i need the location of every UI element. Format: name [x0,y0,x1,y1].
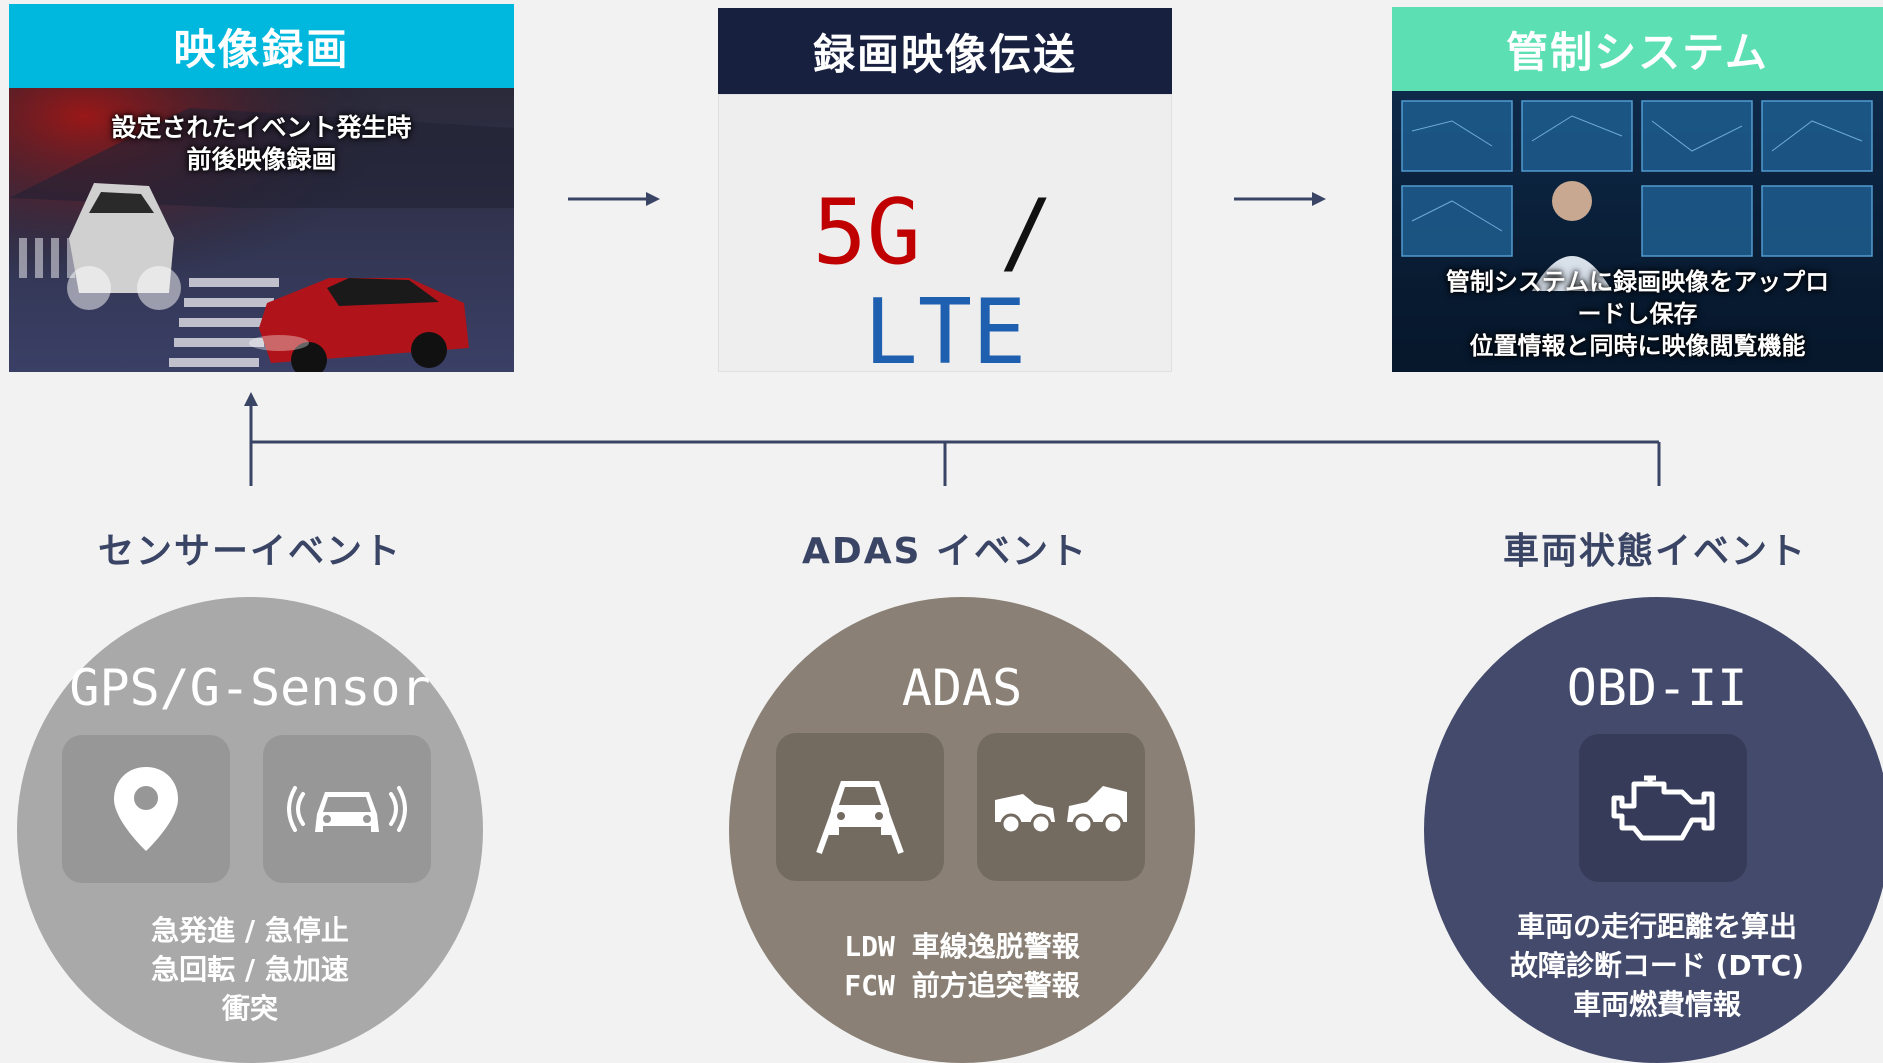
sensor-event-title: GPS/G-Sensor [69,659,431,717]
tech-lte: LTE [863,280,1027,385]
transfer-panel: 録画映像伝送 5G / LTE [718,8,1172,383]
network-technologies: 5G / LTE [719,183,1171,383]
recording-caption: 設定されたイベント発生時 前後映像録画 [111,113,412,174]
engine-tile [1579,734,1747,882]
vehicle-state-event-description: 車両の走行距離を算出 故障診断コード (DTC) 車両燃費情報 [1509,910,1805,1021]
location-pin-icon [114,767,178,851]
tech-separator: / [999,180,1054,285]
transfer-panel-header: 録画映像伝送 [718,8,1172,94]
recording-panel-header: 映像録画 [9,4,514,88]
vehicle-sensor-tile [263,735,431,883]
forward-collision-tile [977,733,1145,881]
vehicle-state-event-title: OBD-II [1566,659,1748,717]
lane-departure-icon [816,781,904,855]
recording-panel: 映像録画 [9,4,514,372]
control-room-monitors-image [1392,91,1883,372]
forward-collision-icon [995,786,1127,835]
control-panel-title: 管制システム [1506,27,1769,77]
vehicle-state-event-label: 車両状態イベント [1502,531,1807,572]
adas-event-label: ADAS イベント [801,531,1089,572]
night-intersection-image [9,88,514,372]
sensor-event-label: センサーイベント [97,531,402,572]
vehicle-sensor-icon [287,786,407,832]
transfer-panel-title: 録画映像伝送 [812,29,1077,79]
engine-icon [1611,775,1715,841]
control-caption: 管制システムに録画映像をアップロ ードし保存 位置情報と同時に映像閲覧機能 [1445,268,1830,360]
control-room-image: 管制システムに録画映像をアップロ ードし保存 位置情報と同時に映像閲覧機能 [1392,91,1883,372]
flow-arrow-2 [1234,192,1326,206]
tech-5g: 5G [812,180,921,285]
flow-arrow-1 [568,192,660,206]
control-panel-header: 管制システム [1392,7,1883,91]
event-connector-lines [244,392,1661,486]
adas-event-circle: ADAS LDW 車線逸脱警報 FCW 前方追突警報 [729,597,1195,1063]
sensor-event-circle: GPS/G-Sensor 急発進 / 急停止 急回転 / 急加速 衝突 [17,597,483,1063]
adas-event-description: LDW 車線逸脱警報 FCW 前方追突警報 [844,930,1080,1002]
control-panel: 管制システム [1392,7,1883,372]
sensor-event-description: 急発進 / 急停止 急回転 / 急加速 衝突 [151,914,349,1025]
recording-scene-image: 設定されたイベント発生時 前後映像録画 [9,88,514,372]
adas-event-title: ADAS [901,659,1023,717]
recording-panel-title: 映像録画 [173,24,350,74]
lane-departure-tile [776,733,944,881]
vehicle-state-event-circle: OBD-II 車両の走行距離を算出 故障診断コード (DTC) 車両燃費情報 [1424,597,1883,1063]
location-tile [62,735,230,883]
transfer-panel-body: 5G / LTE [718,94,1172,383]
